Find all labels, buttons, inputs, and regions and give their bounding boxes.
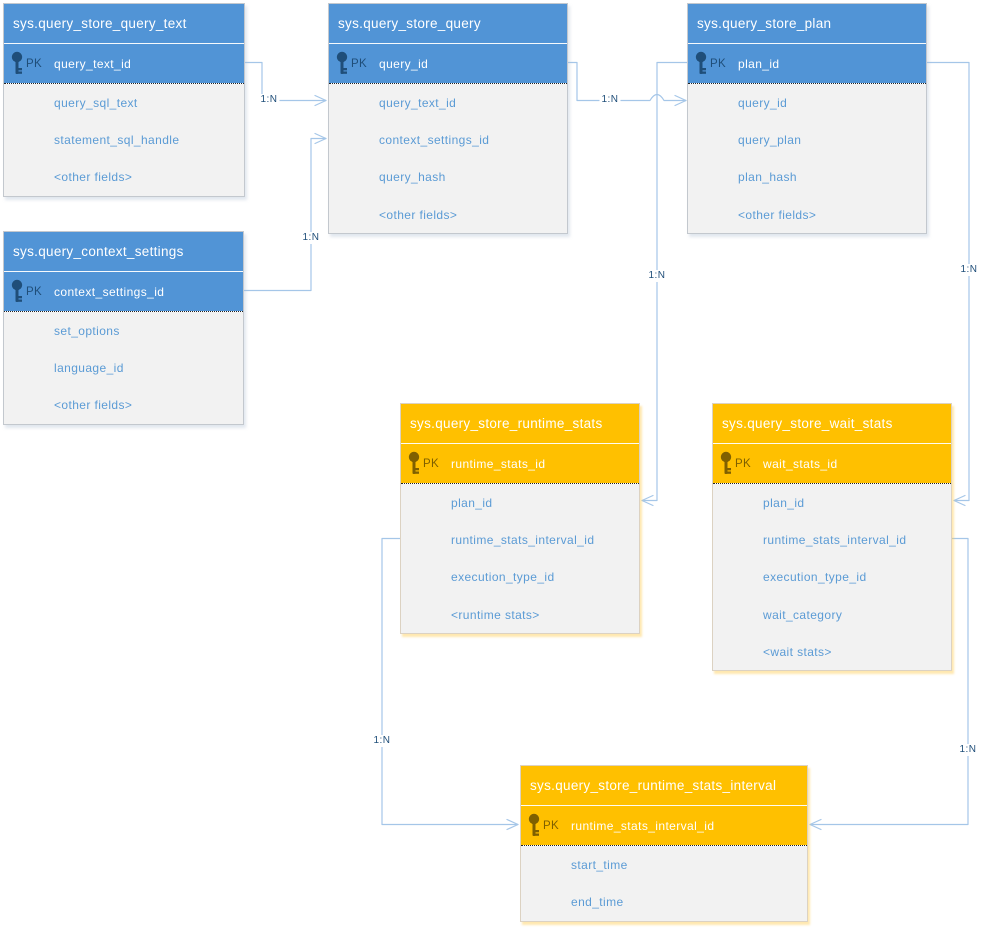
field-row: <other fields>	[688, 195, 926, 234]
table-query-store-plan[interactable]: sys.query_store_plan PK plan_id query_id…	[687, 3, 927, 235]
pk-badge: PK	[710, 57, 726, 70]
table-title: sys.query_store_query	[329, 4, 567, 44]
arrowhead-icon	[674, 94, 687, 107]
pk-badge: PK	[26, 57, 42, 70]
connector-line	[567, 61, 687, 102]
field-row: end_time	[521, 883, 807, 921]
field-row: plan_id	[401, 484, 639, 522]
cardinality-label: 1:N	[957, 744, 979, 756]
field-row: <other fields>	[4, 386, 243, 424]
pk-badge: PK	[26, 285, 42, 298]
pk-field-name: query_id	[379, 56, 429, 71]
arrowhead-icon	[953, 494, 966, 507]
pk-row: PK wait_stats_id	[713, 444, 951, 483]
table-query-store-query[interactable]: sys.query_store_query PK query_id query_…	[328, 3, 568, 235]
pk-badge: PK	[543, 819, 559, 832]
field-row: set_options	[4, 312, 243, 350]
field-row: start_time	[521, 846, 807, 884]
cardinality-label: 1:N	[599, 94, 621, 106]
table-query-store-runtime-stats[interactable]: sys.query_store_runtime_stats PK runtime…	[400, 403, 640, 635]
table-fields: query_id query_plan plan_hash <other fie…	[688, 83, 926, 234]
field-row: plan_hash	[688, 158, 926, 196]
table-title: sys.query_store_wait_stats	[713, 404, 951, 444]
key-icon	[695, 51, 709, 77]
pk-field-name: wait_stats_id	[763, 456, 838, 471]
cardinality-label: 1:N	[646, 270, 668, 282]
table-fields: plan_id runtime_stats_interval_id execut…	[713, 483, 951, 671]
key-icon	[11, 51, 25, 77]
field-row: execution_type_id	[401, 558, 639, 596]
cardinality-label: 1:N	[958, 264, 980, 276]
pk-row: PK runtime_stats_interval_id	[521, 806, 807, 845]
cardinality-label: 1:N	[300, 232, 322, 244]
cardinality-label: 1:N	[371, 735, 393, 747]
key-icon	[528, 813, 542, 839]
field-row: <other fields>	[329, 195, 567, 234]
key-icon	[720, 451, 734, 477]
field-row: execution_type_id	[713, 558, 951, 596]
field-row: statement_sql_handle	[4, 121, 244, 159]
table-query-context-settings[interactable]: sys.query_context_settings PK context_se…	[3, 231, 244, 425]
field-row: wait_category	[713, 595, 951, 634]
pk-field-name: context_settings_id	[54, 284, 165, 299]
field-row: runtime_stats_interval_id	[713, 521, 951, 559]
pk-field-name: runtime_stats_id	[451, 456, 546, 471]
arrowhead-icon	[809, 818, 822, 831]
field-row: query_text_id	[329, 84, 567, 122]
arrowhead-icon	[641, 494, 654, 507]
field-row: <wait stats>	[713, 633, 951, 671]
field-row: <other fields>	[4, 158, 244, 196]
pk-field-name: query_text_id	[54, 56, 132, 71]
pk-badge: PK	[735, 457, 751, 470]
field-row: language_id	[4, 349, 243, 387]
table-fields: plan_id runtime_stats_interval_id execut…	[401, 483, 639, 634]
table-fields: query_sql_text statement_sql_handle <oth…	[4, 83, 244, 196]
field-row: <runtime stats>	[401, 595, 639, 634]
pk-row: PK query_text_id	[4, 44, 244, 83]
table-query-store-query-text[interactable]: sys.query_store_query_text PK query_text…	[3, 3, 245, 197]
field-row: plan_id	[713, 484, 951, 522]
pk-row: PK context_settings_id	[4, 272, 243, 311]
pk-row: PK query_id	[329, 44, 567, 83]
table-title: sys.query_store_runtime_stats	[401, 404, 639, 444]
table-title: sys.query_store_query_text	[4, 4, 244, 44]
field-row: query_hash	[329, 158, 567, 196]
table-query-store-wait-stats[interactable]: sys.query_store_wait_stats PK wait_stats…	[712, 403, 952, 672]
field-row: query_plan	[688, 121, 926, 159]
table-title: sys.query_context_settings	[4, 232, 243, 272]
pk-field-name: plan_id	[738, 56, 780, 71]
connector-line	[381, 537, 519, 826]
connector-line	[809, 537, 969, 826]
field-row: query_sql_text	[4, 84, 244, 122]
pk-badge: PK	[351, 57, 367, 70]
cardinality-label: 1:N	[258, 94, 280, 106]
pk-row: PK plan_id	[688, 44, 926, 83]
key-icon	[336, 51, 350, 77]
arrowhead-icon	[314, 132, 327, 145]
arrowhead-icon	[506, 818, 519, 831]
field-row: query_id	[688, 84, 926, 122]
table-fields: set_options language_id <other fields>	[4, 311, 243, 424]
connector-line	[243, 137, 327, 292]
field-row: context_settings_id	[329, 121, 567, 159]
pk-badge: PK	[423, 457, 439, 470]
table-fields: start_time end_time	[521, 845, 807, 921]
table-title: sys.query_store_plan	[688, 4, 926, 44]
table-title: sys.query_store_runtime_stats_interval	[521, 766, 807, 806]
key-icon	[408, 451, 422, 477]
table-fields: query_text_id context_settings_id query_…	[329, 83, 567, 234]
pk-field-name: runtime_stats_interval_id	[571, 818, 715, 833]
field-row: runtime_stats_interval_id	[401, 521, 639, 559]
key-icon	[11, 279, 25, 305]
arrowhead-icon	[314, 94, 327, 107]
table-query-store-runtime-stats-interval[interactable]: sys.query_store_runtime_stats_interval P…	[520, 765, 808, 922]
connector-line	[926, 61, 970, 502]
pk-row: PK runtime_stats_id	[401, 444, 639, 483]
connector-line	[244, 61, 327, 102]
